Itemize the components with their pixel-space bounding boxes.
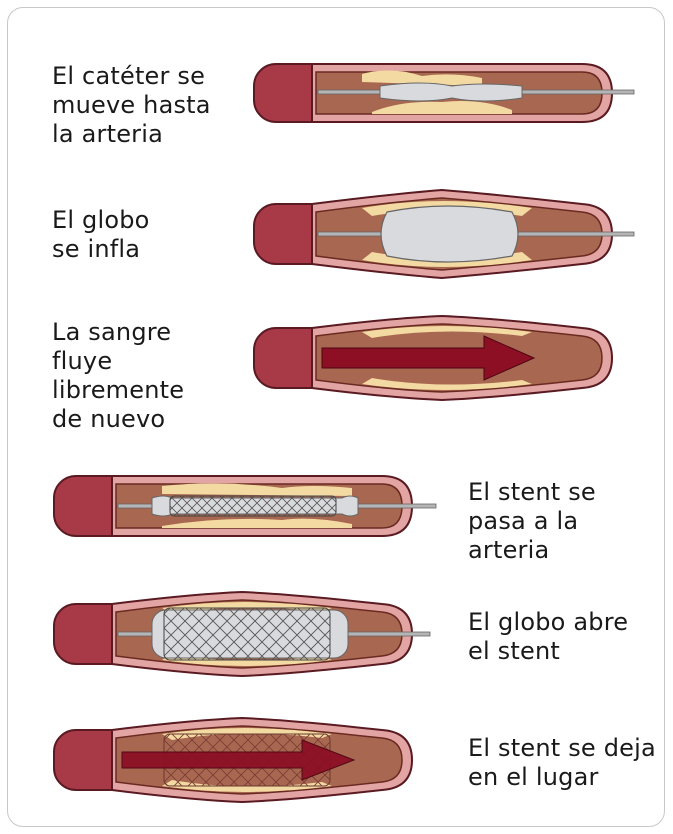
blood-flow-arrow <box>321 335 536 381</box>
step-2-line-1: El globo <box>52 206 150 234</box>
step-2-label: El globo se infla <box>52 206 150 264</box>
blood-flow-arrow <box>121 739 356 781</box>
inflated-balloon <box>380 205 519 263</box>
plaque <box>362 378 532 390</box>
step-5-label: El globo abre el stent <box>468 608 628 666</box>
step-3-line-2: fluye <box>52 347 113 375</box>
step-6-line-2: en el lugar <box>468 763 599 791</box>
step-4-line-3: arteria <box>468 536 550 564</box>
step-5-line-1: El globo abre <box>468 608 629 636</box>
stent-in-place-illustration <box>53 716 414 804</box>
balloon-inflated-illustration <box>253 188 635 280</box>
step-2-line-2: se infla <box>52 235 141 263</box>
step-3-line-4: de nuevo <box>52 405 166 433</box>
catheter-in-artery-illustration <box>253 63 635 123</box>
step-4-label: El stent se pasa a la arteria <box>468 478 596 565</box>
step-3-line-1: La sangre <box>52 318 172 346</box>
step-1-label: El catéter se mueve hasta la arteria <box>52 62 211 149</box>
step-6-label: El stent se deja en el lugar <box>468 734 656 792</box>
stent-on-balloon-illustration <box>53 475 437 537</box>
step-3-label: La sangre fluye libremente de nuevo <box>52 318 184 434</box>
blood-flow-illustration <box>253 314 614 402</box>
plaque <box>162 654 332 666</box>
plaque <box>362 70 482 86</box>
diagram-frame <box>7 7 665 827</box>
plaque <box>162 483 352 496</box>
deflated-balloon <box>379 82 523 102</box>
plaque <box>362 326 532 338</box>
step-4-line-2: pasa a la <box>468 507 579 535</box>
plaque <box>372 101 512 114</box>
step-1-line-1: El catéter se <box>52 62 206 90</box>
step-5-line-2: el stent <box>468 637 560 665</box>
plaque <box>162 518 352 528</box>
expanded-stent <box>163 607 331 661</box>
plaque <box>162 780 332 792</box>
step-1-line-3: la arteria <box>52 120 163 148</box>
stent-expanded-illustration <box>53 590 431 678</box>
plaque <box>162 728 332 740</box>
step-4-line-1: El stent se <box>468 478 596 506</box>
step-1-line-2: mueve hasta <box>52 91 211 119</box>
step-6-line-1: El stent se deja <box>468 734 656 762</box>
plaque <box>162 602 332 614</box>
crimped-stent <box>169 495 337 517</box>
step-3-line-3: libremente <box>52 376 185 404</box>
